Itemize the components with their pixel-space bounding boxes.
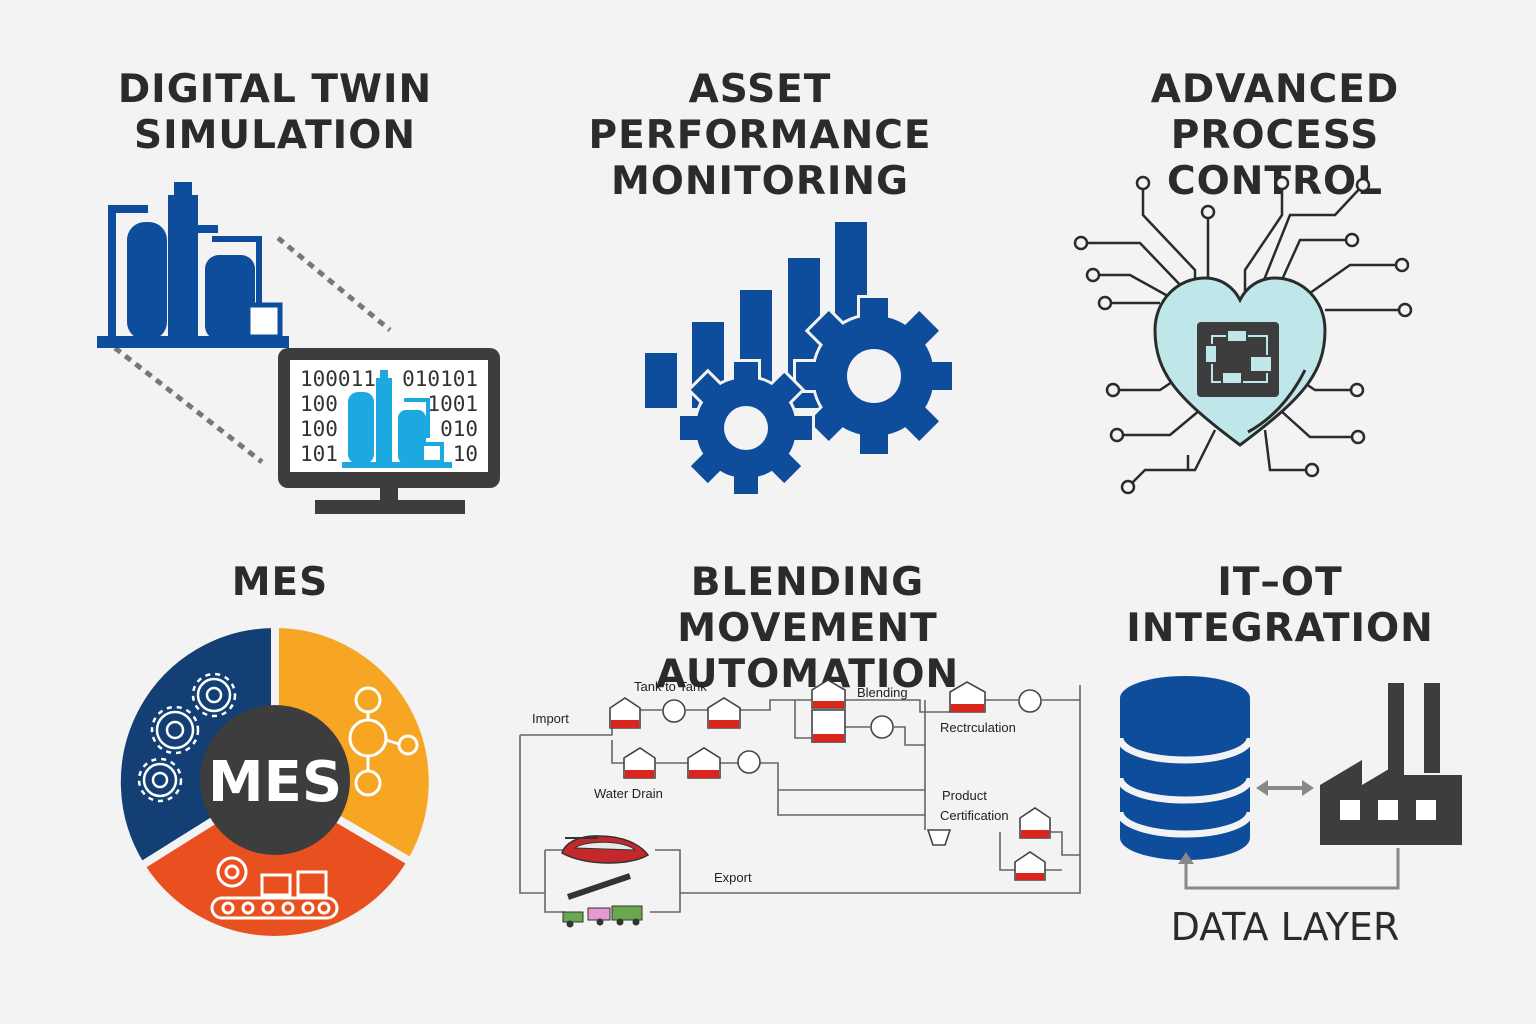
pump bbox=[662, 699, 686, 723]
tank bbox=[609, 697, 641, 729]
binary-text: 100011 010101 100 1001 100 010 101 10 bbox=[300, 367, 478, 466]
asset-performance-title-line1: ASSET bbox=[688, 67, 832, 112]
mes-conveyor-icon bbox=[210, 856, 339, 920]
pump-icons bbox=[662, 689, 1042, 774]
data-loop-arrow-icon bbox=[1184, 848, 1400, 890]
circuit-nodes bbox=[1073, 175, 1413, 495]
mes-center-label: MES bbox=[208, 750, 342, 815]
ship-icon bbox=[561, 835, 650, 864]
circuit-traces bbox=[1081, 183, 1405, 488]
tank bbox=[1019, 807, 1051, 839]
itot-title: IT–OT INTEGRATION bbox=[1120, 560, 1440, 652]
tank bbox=[949, 681, 986, 713]
tank bbox=[1014, 851, 1046, 881]
factory-icon bbox=[1320, 683, 1462, 845]
apc-title-line1: ADVANCED bbox=[1150, 67, 1400, 112]
apc-title-line2: PROCESS CONTROL bbox=[1166, 113, 1384, 204]
digital-refinery-icon bbox=[342, 370, 452, 468]
projection-lines bbox=[113, 236, 392, 464]
chip-icon bbox=[1197, 322, 1279, 397]
mes-title-line1: MES bbox=[231, 560, 329, 605]
asset-performance-title: ASSET PERFORMANCE MONITORING bbox=[570, 67, 950, 205]
label-recirculation: Rectrculation bbox=[940, 720, 1016, 735]
bidirectional-arrow-icon bbox=[1256, 780, 1314, 796]
binary-left-3: 100 bbox=[300, 417, 338, 441]
itot-title-line1: IT–OT bbox=[1217, 560, 1343, 605]
digital-twin-title-line1: DIGITAL TWIN bbox=[117, 67, 433, 112]
binary-right-2: 1001 bbox=[427, 392, 478, 416]
binary-right-3: 010 bbox=[440, 417, 478, 441]
binary-right-4: 10 bbox=[453, 442, 478, 466]
binary-left-2: 100 bbox=[300, 392, 338, 416]
blending-title-line1: BLENDING MOVEMENT bbox=[677, 560, 938, 651]
binary-left-1: 100011 bbox=[300, 367, 376, 391]
mes-center-circle bbox=[200, 705, 350, 855]
data-loop-arrowhead bbox=[1178, 852, 1194, 864]
tank bbox=[687, 747, 721, 779]
gear-large-icon bbox=[793, 295, 955, 457]
tank bbox=[623, 747, 656, 779]
asset-performance-title-line2: PERFORMANCE bbox=[588, 113, 932, 158]
label-tank-to-tank: Tank to Tank bbox=[634, 679, 707, 694]
mes-gears-icon bbox=[137, 672, 237, 803]
blending-title-line2: AUTOMATION bbox=[655, 652, 960, 697]
label-water-drain: Water Drain bbox=[594, 786, 663, 801]
blending-title: BLENDING MOVEMENT AUTOMATION bbox=[560, 560, 1055, 698]
label-certification: Certification bbox=[940, 808, 1009, 823]
tank bbox=[707, 697, 741, 729]
apc-title: ADVANCED PROCESS CONTROL bbox=[1060, 67, 1490, 205]
trucks-icon bbox=[562, 905, 643, 928]
digital-twin-title-line2: SIMULATION bbox=[134, 113, 416, 158]
mes-segment-red bbox=[135, 777, 417, 944]
gear-small-icon bbox=[677, 359, 815, 497]
pipe-lines bbox=[519, 685, 1081, 913]
pump bbox=[870, 715, 894, 739]
label-product: Product bbox=[942, 788, 987, 803]
pipeline-icon bbox=[567, 873, 631, 900]
heart-highlight bbox=[1247, 369, 1307, 434]
itot-title-line2: INTEGRATION bbox=[1126, 606, 1434, 651]
digital-twin-title: DIGITAL TWIN SIMULATION bbox=[95, 67, 455, 159]
mes-network-icon bbox=[348, 686, 419, 797]
tank bbox=[811, 709, 846, 743]
tank-icons bbox=[609, 679, 1051, 881]
pump bbox=[1018, 689, 1042, 713]
tank bbox=[811, 679, 846, 709]
binary-left-4: 101 bbox=[300, 442, 338, 466]
database-icon bbox=[1116, 676, 1254, 860]
label-blending: Blending bbox=[857, 685, 908, 700]
label-import: Import bbox=[532, 711, 569, 726]
refinery-icon bbox=[97, 182, 289, 348]
mes-title: MES bbox=[180, 560, 380, 606]
binary-right-1: 010101 bbox=[402, 367, 478, 391]
pump bbox=[737, 750, 761, 774]
asset-performance-title-line3: MONITORING bbox=[610, 159, 910, 204]
data-layer-label: DATA LAYER bbox=[1170, 905, 1400, 949]
label-export: Export bbox=[714, 870, 752, 885]
filter-icon bbox=[926, 829, 952, 846]
